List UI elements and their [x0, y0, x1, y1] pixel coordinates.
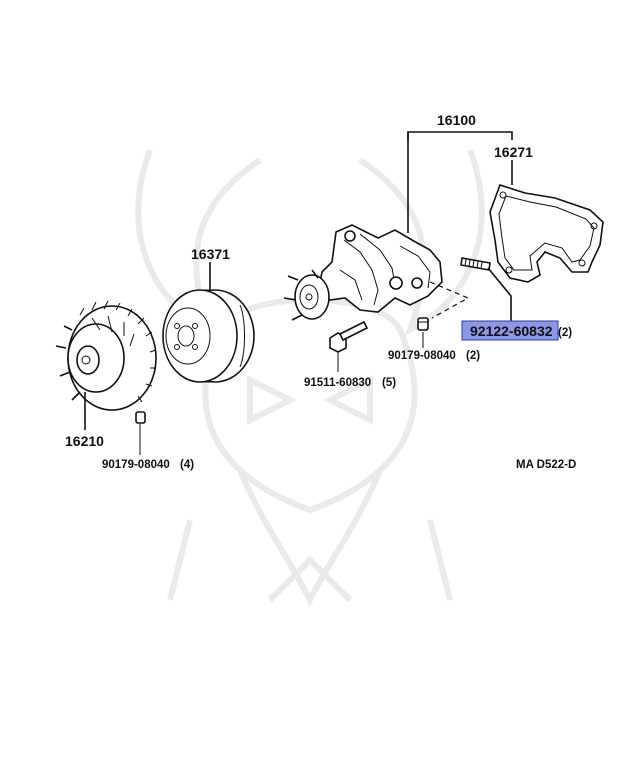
water-pump-body: [283, 224, 443, 321]
part-number-16371: 16371: [191, 246, 230, 262]
dashed-guide-lines: [429, 281, 470, 319]
gasket-16271: [489, 184, 604, 283]
bracket-16100: [407, 131, 513, 233]
pump-nut-part-number: 90179-08040: [388, 350, 456, 362]
fan-coupling-16210: [55, 300, 157, 424]
stud-bolt-92122: [460, 257, 491, 271]
diagram-code: MA D522-D: [516, 459, 576, 471]
pulley-16371: [162, 289, 255, 383]
part-number-16100: 16100: [437, 112, 476, 128]
highlight-stud-bolt[interactable]: [461, 320, 559, 341]
pump-nut-qty: (2): [466, 350, 480, 362]
pump-bolt-part-number: 91511-60830: [304, 377, 371, 389]
stud-bolt-qty: (2): [558, 327, 572, 339]
stud-bolt-part-number[interactable]: 92122-60832: [470, 323, 553, 339]
pump-bolt-qty: (5): [382, 377, 396, 389]
leader-stud-bolt: [487, 267, 512, 326]
fan-nut-part-number: 90179-08040: [102, 459, 170, 471]
fan-nut-qty: (4): [180, 459, 194, 471]
part-number-16210: 16210: [65, 433, 104, 449]
part-number-16271: 16271: [494, 144, 533, 160]
pump-bolt: [329, 320, 369, 353]
pump-nut: [417, 317, 429, 331]
